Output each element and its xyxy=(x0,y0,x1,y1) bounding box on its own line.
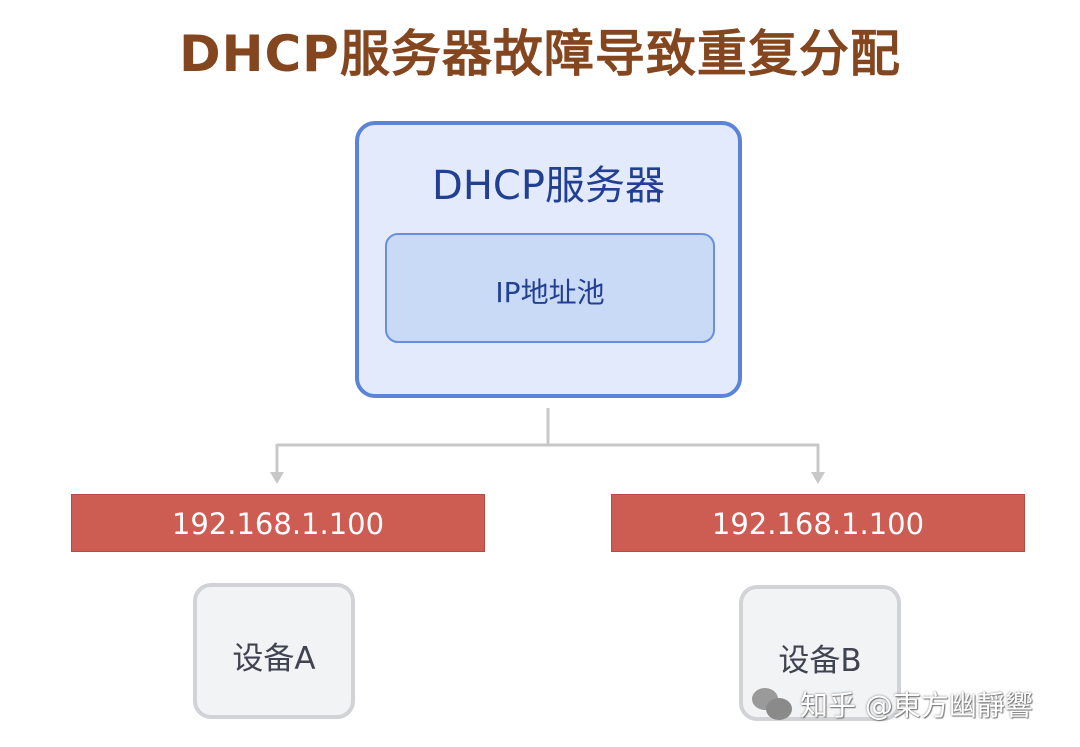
device-b-box: 设备B xyxy=(739,585,901,721)
ip-address-label: 192.168.1.100 xyxy=(171,507,385,541)
ip-address-bar-a: 192.168.1.100 xyxy=(71,494,485,552)
ip-pool-box: IP地址池 xyxy=(385,233,715,343)
arrow-down-icon xyxy=(270,472,284,484)
device-label: 设备B xyxy=(778,643,862,679)
watermark-text: 知乎 @東方幽靜響 xyxy=(800,689,1033,722)
watermark: 知乎 @東方幽靜響 xyxy=(752,684,1033,724)
dhcp-server-box: DHCP服务器 IP地址池 xyxy=(355,121,742,398)
device-a-box: 设备A xyxy=(193,583,355,719)
device-label: 设备A xyxy=(232,641,316,677)
ip-address-label: 192.168.1.100 xyxy=(711,507,925,541)
diagram-title: DHCP服务器故障导致重复分配 xyxy=(179,25,901,83)
ip-address-bar-b: 192.168.1.100 xyxy=(611,494,1025,552)
ip-pool-label: IP地址池 xyxy=(495,276,605,309)
dhcp-server-label: DHCP服务器 xyxy=(432,163,665,209)
wechat-icon xyxy=(752,686,794,722)
arrow-down-icon xyxy=(811,472,825,484)
